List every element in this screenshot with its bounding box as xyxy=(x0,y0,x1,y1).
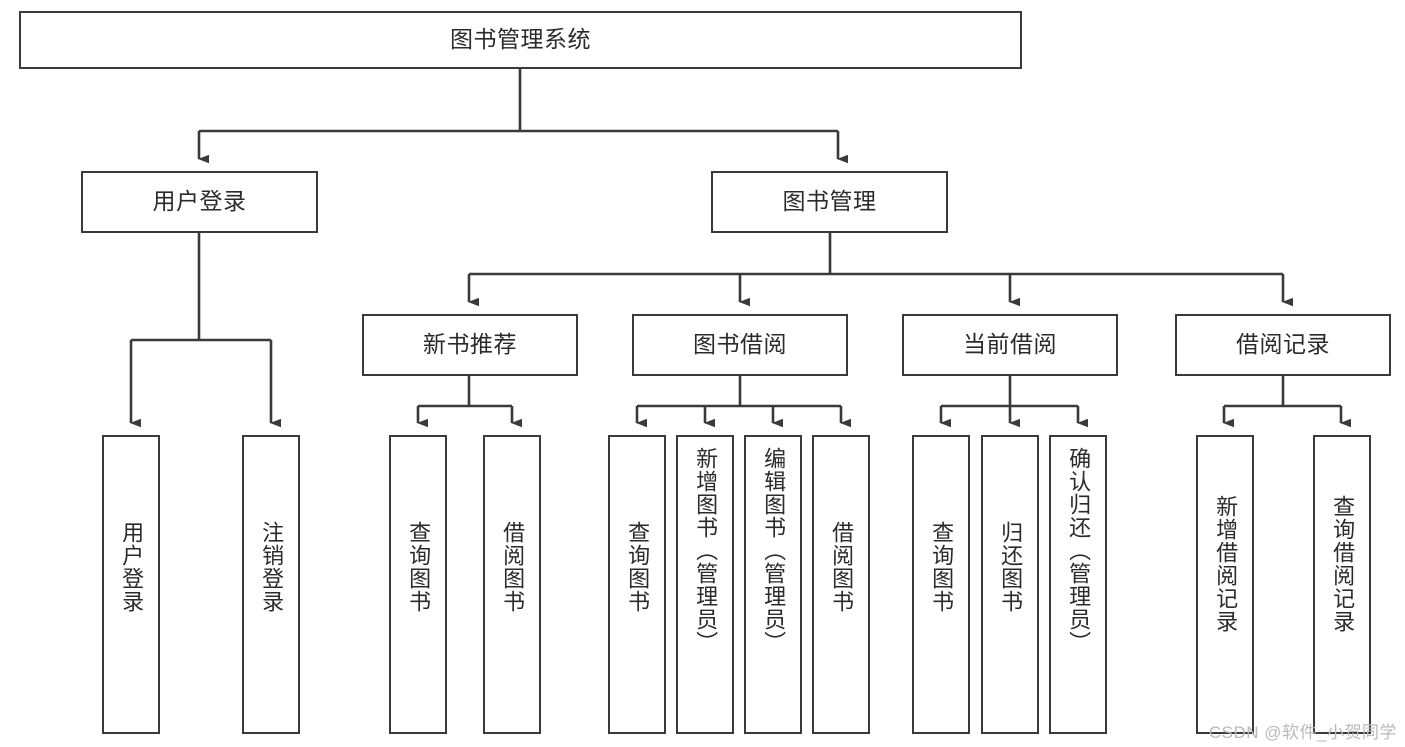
node-current-borrow[interactable]: 当前借阅 xyxy=(902,314,1118,376)
node-borrow-record-label: 借阅记录 xyxy=(1236,331,1330,358)
node-leaf-add-record[interactable]: 新增借阅记录 xyxy=(1196,435,1254,734)
node-user-login-label: 用户登录 xyxy=(152,188,247,215)
leaf-label: 编辑图书（管理员） xyxy=(761,447,787,654)
node-book-manage[interactable]: 图书管理 xyxy=(711,171,948,233)
leaf-label: 借阅图书 xyxy=(500,521,526,613)
leaf-label: 查询借阅记录 xyxy=(1330,495,1356,633)
leaf-label: 用户登录 xyxy=(119,521,145,613)
leaf-label: 查询图书 xyxy=(625,521,651,613)
csdn-watermark: CSDN @软件_小贺同学 xyxy=(1208,723,1397,742)
node-leaf-query-book-2[interactable]: 查询图书 xyxy=(608,435,666,734)
node-leaf-return-book[interactable]: 归还图书 xyxy=(981,435,1039,734)
leaf-label: 新增图书（管理员） xyxy=(693,447,719,654)
node-leaf-query-record[interactable]: 查询借阅记录 xyxy=(1313,435,1371,734)
node-user-login[interactable]: 用户登录 xyxy=(81,171,318,233)
leaf-label: 归还图书 xyxy=(998,521,1024,613)
node-leaf-add-book[interactable]: 新增图书（管理员） xyxy=(676,435,734,734)
node-leaf-borrow-book-1[interactable]: 借阅图书 xyxy=(483,435,541,734)
leaf-label: 注销登录 xyxy=(259,521,285,613)
node-root[interactable]: 图书管理系统 xyxy=(19,11,1022,69)
node-book-borrow-label: 图书借阅 xyxy=(693,331,787,358)
node-root-label: 图书管理系统 xyxy=(450,26,591,53)
leaf-label: 新增借阅记录 xyxy=(1213,495,1239,633)
leaf-label: 确认归还（管理员） xyxy=(1066,447,1092,654)
node-leaf-query-book-1[interactable]: 查询图书 xyxy=(389,435,447,734)
leaf-label: 查询图书 xyxy=(406,521,432,613)
leaf-label: 查询图书 xyxy=(929,521,955,613)
node-book-manage-label: 图书管理 xyxy=(782,188,877,215)
node-book-borrow[interactable]: 图书借阅 xyxy=(632,314,848,376)
node-leaf-user-login[interactable]: 用户登录 xyxy=(102,435,160,734)
node-leaf-edit-book[interactable]: 编辑图书（管理员） xyxy=(744,435,802,734)
leaf-label: 借阅图书 xyxy=(829,521,855,613)
node-leaf-user-logout[interactable]: 注销登录 xyxy=(242,435,300,734)
node-leaf-borrow-book-2[interactable]: 借阅图书 xyxy=(812,435,870,734)
node-leaf-confirm-return[interactable]: 确认归还（管理员） xyxy=(1049,435,1107,734)
node-current-borrow-label: 当前借阅 xyxy=(963,331,1057,358)
node-leaf-query-book-3[interactable]: 查询图书 xyxy=(912,435,970,734)
node-new-book-recommend-label: 新书推荐 xyxy=(423,331,517,358)
node-borrow-record[interactable]: 借阅记录 xyxy=(1175,314,1391,376)
node-new-book-recommend[interactable]: 新书推荐 xyxy=(362,314,578,376)
